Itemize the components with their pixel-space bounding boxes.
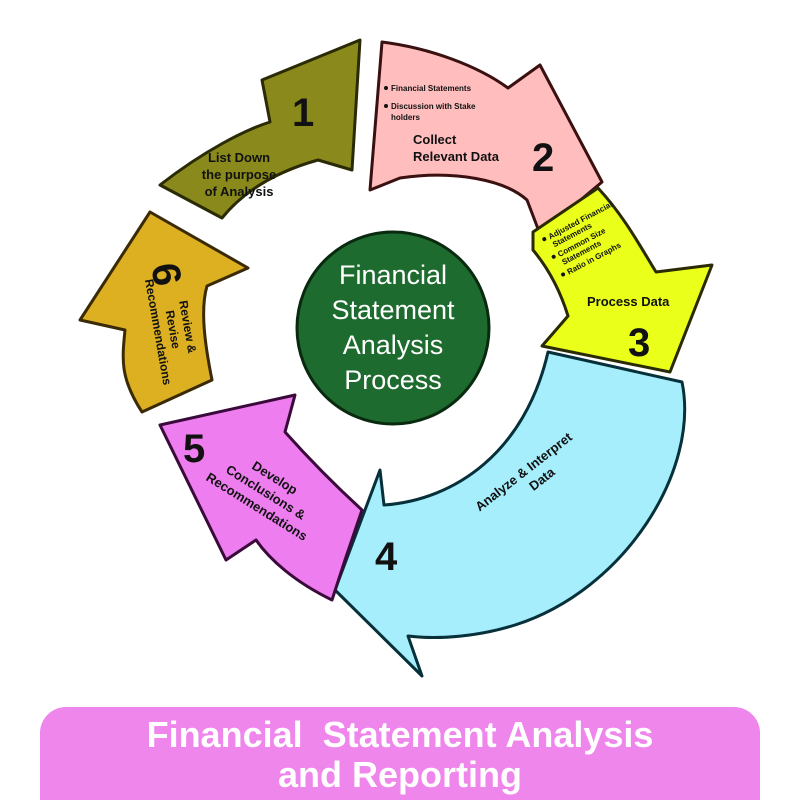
- step-3-title-line-1: Process Data: [587, 294, 670, 309]
- step-5-number: 5: [183, 427, 205, 471]
- step-6-title-line-2: Revise: [163, 309, 184, 350]
- center-line-1: Financial: [339, 260, 447, 290]
- arrow-step-1: [158, 38, 362, 220]
- step-2-title-line-1: Collect: [413, 132, 457, 147]
- step-2-bullet-dot-2: [384, 104, 388, 108]
- center-circle: [295, 230, 491, 426]
- step-2-bullet-dot-1: [384, 86, 388, 90]
- footer-title-line-1: Financial Statement Analysis: [146, 714, 654, 755]
- footer-title-line-2: and Reporting: [278, 754, 522, 795]
- step-3-number: 3: [628, 321, 650, 365]
- step-2-number: 2: [532, 136, 554, 180]
- center-line-4: Process: [344, 365, 442, 395]
- step-3-bullet-dot-2: [551, 254, 556, 259]
- center-line-3: Analysis: [343, 330, 444, 360]
- step-2-bullet-1: Financial Statements: [391, 84, 472, 93]
- step-2-title-line-2: Relevant Data: [413, 149, 500, 164]
- arrow-step-6: [78, 210, 250, 414]
- step-3-bullet-dot-1: [542, 237, 547, 242]
- step-2-bullet-2: Discussion with Stake: [391, 102, 476, 111]
- arrow-step-4: [333, 350, 687, 678]
- step-2-bullet-2-cont: holders: [391, 113, 420, 122]
- step-1-title-line-1: List Down: [208, 150, 270, 165]
- arrow-step-3: [531, 186, 714, 374]
- step-1-number: 1: [292, 91, 314, 135]
- center-line-2: Statement: [331, 295, 455, 325]
- arrow-step-5: [158, 393, 364, 602]
- footer-banner: Financial Statement Analysis and Reporti…: [40, 707, 760, 800]
- step-3-bullet-dot-3: [561, 272, 566, 277]
- step-1-title-line-3: of Analysis: [205, 184, 274, 199]
- arrow-step-2: [368, 40, 604, 236]
- step-4-number: 4: [375, 535, 398, 579]
- step-1-title-line-2: the purpose: [202, 167, 276, 182]
